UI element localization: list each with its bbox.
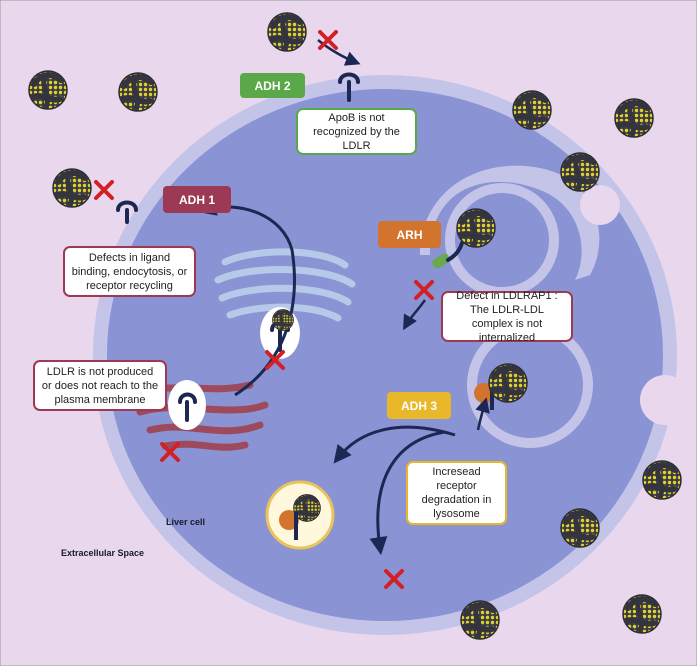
adh2-tag: ADH 2 [240,73,305,98]
adh2-arrow [317,39,361,66]
arh-tag: ARH [378,221,441,248]
adh3-tag: ADH 3 [387,392,451,419]
adh3-arrow-up [475,397,490,431]
adh3-arrow-lysosome [333,425,456,464]
arh-adaptor [432,253,450,269]
adh1-arrow [198,198,296,397]
ldlr-production-label: LDLR is not produced or does not reach t… [33,360,167,411]
golgi-apparatus [214,248,356,322]
liver-cell-label: Liver cell [166,517,206,527]
ldlrap1-label: Defect in LDLRAP1 : The LDLR-LDL complex… [441,290,573,344]
adh3-arrow-down [369,430,446,556]
arh-arrow [403,299,427,331]
apob-label: ApoB is not recognized by the LDLR [296,108,417,155]
invagination-upper [420,165,620,297]
ligand-defect-label: Defects in ligand binding, endocytosis, … [63,246,196,297]
adh1-tag: ADH 1 [163,186,231,213]
degradation-label: Incresead receptor degradation in lysoso… [406,461,507,525]
extracellular-space-label: Extracellular Space [61,548,145,558]
